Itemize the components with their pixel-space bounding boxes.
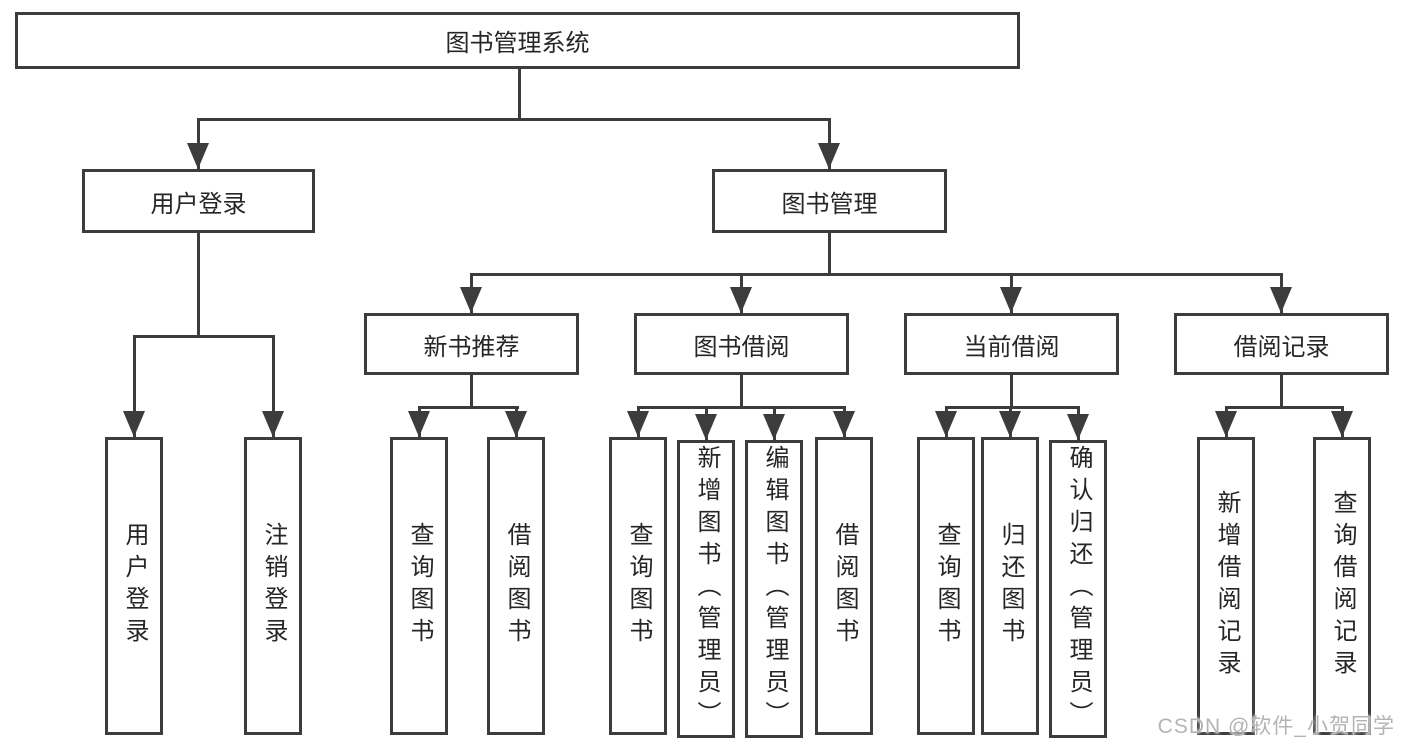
leaf-label: 归还图书 [997,522,1024,650]
connector-root-stem [518,69,521,120]
arrowhead-icon [627,411,649,437]
connector-current-borrow-stem [1010,373,1013,409]
csdn-watermark: CSDN @软件_小贺同学 [1157,715,1395,738]
leaf-label: 新增图书（管理员） [693,445,720,733]
node-user-login: 用户登录 [82,169,315,233]
arrowhead-icon [763,414,785,440]
node-new-book-rec: 新书推荐 [364,313,579,375]
node-leaf-confirm-return-admin: 确认归还（管理员） [1049,440,1107,738]
leaf-label: 借阅图书 [831,522,858,650]
node-new-book-rec-label: 新书推荐 [423,333,520,361]
connector-borrow-record-rail [1225,406,1344,409]
node-leaf-add-borrow-record: 新增借阅记录 [1197,437,1255,735]
leaf-label: 查询图书 [625,522,652,650]
connector-book-borrow-rail [637,406,846,409]
node-root-label: 图书管理系统 [445,30,590,57]
node-book-mgmt-label: 图书管理 [781,190,878,218]
arrowhead-icon [1000,287,1022,313]
connector-drop-logout-leaf [272,335,275,437]
arrowhead-icon [935,411,957,437]
connector-borrow-record-stem [1280,373,1283,409]
connector-drop-login-leaf [133,335,136,437]
leaf-label: 查询图书 [933,522,960,650]
arrowhead-icon [730,287,752,313]
node-borrow-record-label: 借阅记录 [1233,333,1330,361]
arrowhead-icon [1331,411,1353,437]
node-current-borrow-label: 当前借阅 [963,333,1060,361]
leaf-label: 编辑图书（管理员） [761,445,788,733]
leaf-label: 用户登录 [121,522,148,650]
arrowhead-icon [408,411,430,437]
node-user-login-label: 用户登录 [150,190,247,218]
connector-user-login-stem [197,231,200,338]
arrowhead-icon [833,411,855,437]
connector-root-rail [197,118,831,121]
leaf-label: 确认归还（管理员） [1065,445,1092,733]
node-book-borrow-label: 图书借阅 [693,333,790,361]
arrowhead-icon [1067,414,1089,440]
connector-current-borrow-rail [945,406,1080,409]
node-leaf-query-borrow-record: 查询借阅记录 [1313,437,1371,735]
node-leaf-add-book-admin: 新增图书（管理员） [677,440,735,738]
node-leaf-query-book-1: 查询图书 [390,437,448,735]
arrowhead-icon [818,143,840,169]
connector-book-mgmt-rail [470,273,1283,276]
arrowhead-icon [262,411,284,437]
arrowhead-icon [1215,411,1237,437]
leaf-label: 新增借阅记录 [1213,490,1240,682]
arrowhead-icon [505,411,527,437]
leaf-label: 借阅图书 [503,522,530,650]
node-root: 图书管理系统 [15,12,1020,69]
arrowhead-icon [123,411,145,437]
leaf-label: 查询借阅记录 [1329,490,1356,682]
node-leaf-return-book: 归还图书 [981,437,1039,735]
connector-new-book-rail [418,406,519,409]
arrowhead-icon [460,287,482,313]
node-book-borrow: 图书借阅 [634,313,849,375]
node-current-borrow: 当前借阅 [904,313,1119,375]
arrowhead-icon [999,411,1021,437]
node-book-mgmt: 图书管理 [712,169,947,233]
arrowhead-icon [187,143,209,169]
arrowhead-icon [1270,287,1292,313]
leaf-label: 注销登录 [260,522,287,650]
node-leaf-query-book-2: 查询图书 [609,437,667,735]
leaf-label: 查询图书 [406,522,433,650]
node-leaf-logout: 注销登录 [244,437,302,735]
node-leaf-user-login: 用户登录 [105,437,163,735]
node-borrow-record: 借阅记录 [1174,313,1389,375]
arrowhead-icon [695,414,717,440]
node-leaf-query-book-3: 查询图书 [917,437,975,735]
connector-new-book-stem [470,373,473,409]
connector-book-mgmt-stem [828,231,831,276]
connector-book-borrow-stem [740,373,743,409]
node-leaf-borrow-book-2: 借阅图书 [815,437,873,735]
node-leaf-borrow-book-1: 借阅图书 [487,437,545,735]
connector-user-login-rail [133,335,275,338]
node-leaf-edit-book-admin: 编辑图书（管理员） [745,440,803,738]
